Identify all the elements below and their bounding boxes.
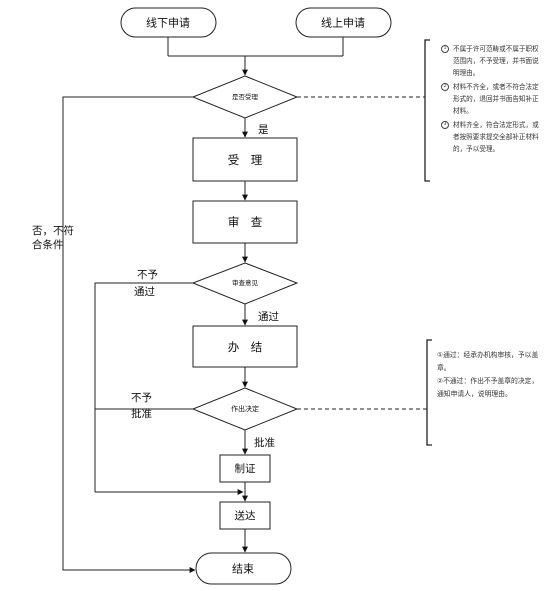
note1-text: 不属于许可范畴或不属于职权范围内，不予受理，并书面说明理由。 [453,45,539,77]
node-deliver-shape [219,501,271,530]
note2-bracket [426,339,432,446]
note-decision-results: ①通过：经承办机构审核，予以盖章。 ②不通过：作出不予盖章的决定，通知申请人，说… [437,349,541,401]
node-decision-shape [191,387,299,431]
node-online: 线上申请 [321,16,365,30]
note-brackets [424,39,432,446]
node-accept-shape [192,137,298,182]
node-accept: 受 理 [228,153,263,167]
node-accept-q-shape [191,75,299,119]
node-deliver: 送达 [235,509,256,522]
note1-mark: 3 [441,121,449,129]
note1-text: 材料不齐全，或者不符合法定形式的，退回并书面告知补正材料。 [453,83,539,115]
edge-label-reject2-1: 不予 [131,392,152,404]
note1-item: 2 材料不齐全，或者不符合法定形式的，退回并书面告知补正材料。 [441,81,541,117]
node-review-opinion-shape [191,262,299,305]
node-decision: 作出决定 [231,404,259,413]
connectors [62,37,427,573]
node-online-shape [295,7,392,38]
node-handle-shape [192,325,298,368]
note1-mark: 2 [441,83,449,91]
shapes [120,7,392,585]
node-review-shape [192,200,298,244]
node-review: 审 查 [228,215,263,229]
note2-line: ②不通过：作出不予盖章的决定，通知申请人，说明理由。 [437,377,539,398]
note1-mark: 1 [441,45,449,53]
node-end-shape [195,552,292,585]
edge-label-no-cond-1: 否，不符 [32,224,74,237]
node-certify-shape [219,454,271,483]
note1-item: 3 材料齐全，符合法定形式，或者按照要求提交全部补正材料的，予以受理。 [441,119,541,155]
node-labels: 线下申请 线上申请 是否受理 受 理 审 查 审查意见 办 结 作出决定 制证 … [146,16,365,576]
edge-label-reject1-1: 不予 [137,269,158,281]
node-offline-shape [120,7,217,38]
node-accept-q: 是否受理 [232,92,259,101]
edge-label-yes: 是 [258,124,269,136]
edge-label-pass: 通过 [258,310,279,323]
edge-not-accepted-to-end [62,96,196,573]
node-handle: 办 结 [228,340,263,354]
note-accept-conditions: 1 不属于许可范畴或不属于职权范围内，不予受理，并书面说明理由。 2 材料不齐全… [441,43,541,157]
edge-opinion-rejected [94,282,193,492]
edge-label-no-cond-2: 合条件 [32,238,64,251]
note1-bracket [424,39,430,182]
edge-label-approve: 批准 [254,436,275,449]
node-end: 结束 [232,563,254,576]
node-review-opinion: 审查意见 [232,278,259,287]
edge-label-reject2-2: 批准 [131,407,152,420]
edge-label-reject1-2: 通过 [134,285,155,298]
note2-line: ①通过：经承办机构审核，予以盖章。 [437,351,539,372]
node-offline: 线下申请 [146,16,190,30]
note1-item: 1 不属于许可范畴或不属于职权范围内，不予受理，并书面说明理由。 [441,43,541,79]
edge-labels: 是 否，不符 合条件 不予 通过 通过 不予 批准 批准 [32,124,279,449]
node-certify: 制证 [235,462,256,475]
note1-text: 材料齐全，符合法定形式，或者按照要求提交全部补正材料的，予以受理。 [453,121,539,153]
